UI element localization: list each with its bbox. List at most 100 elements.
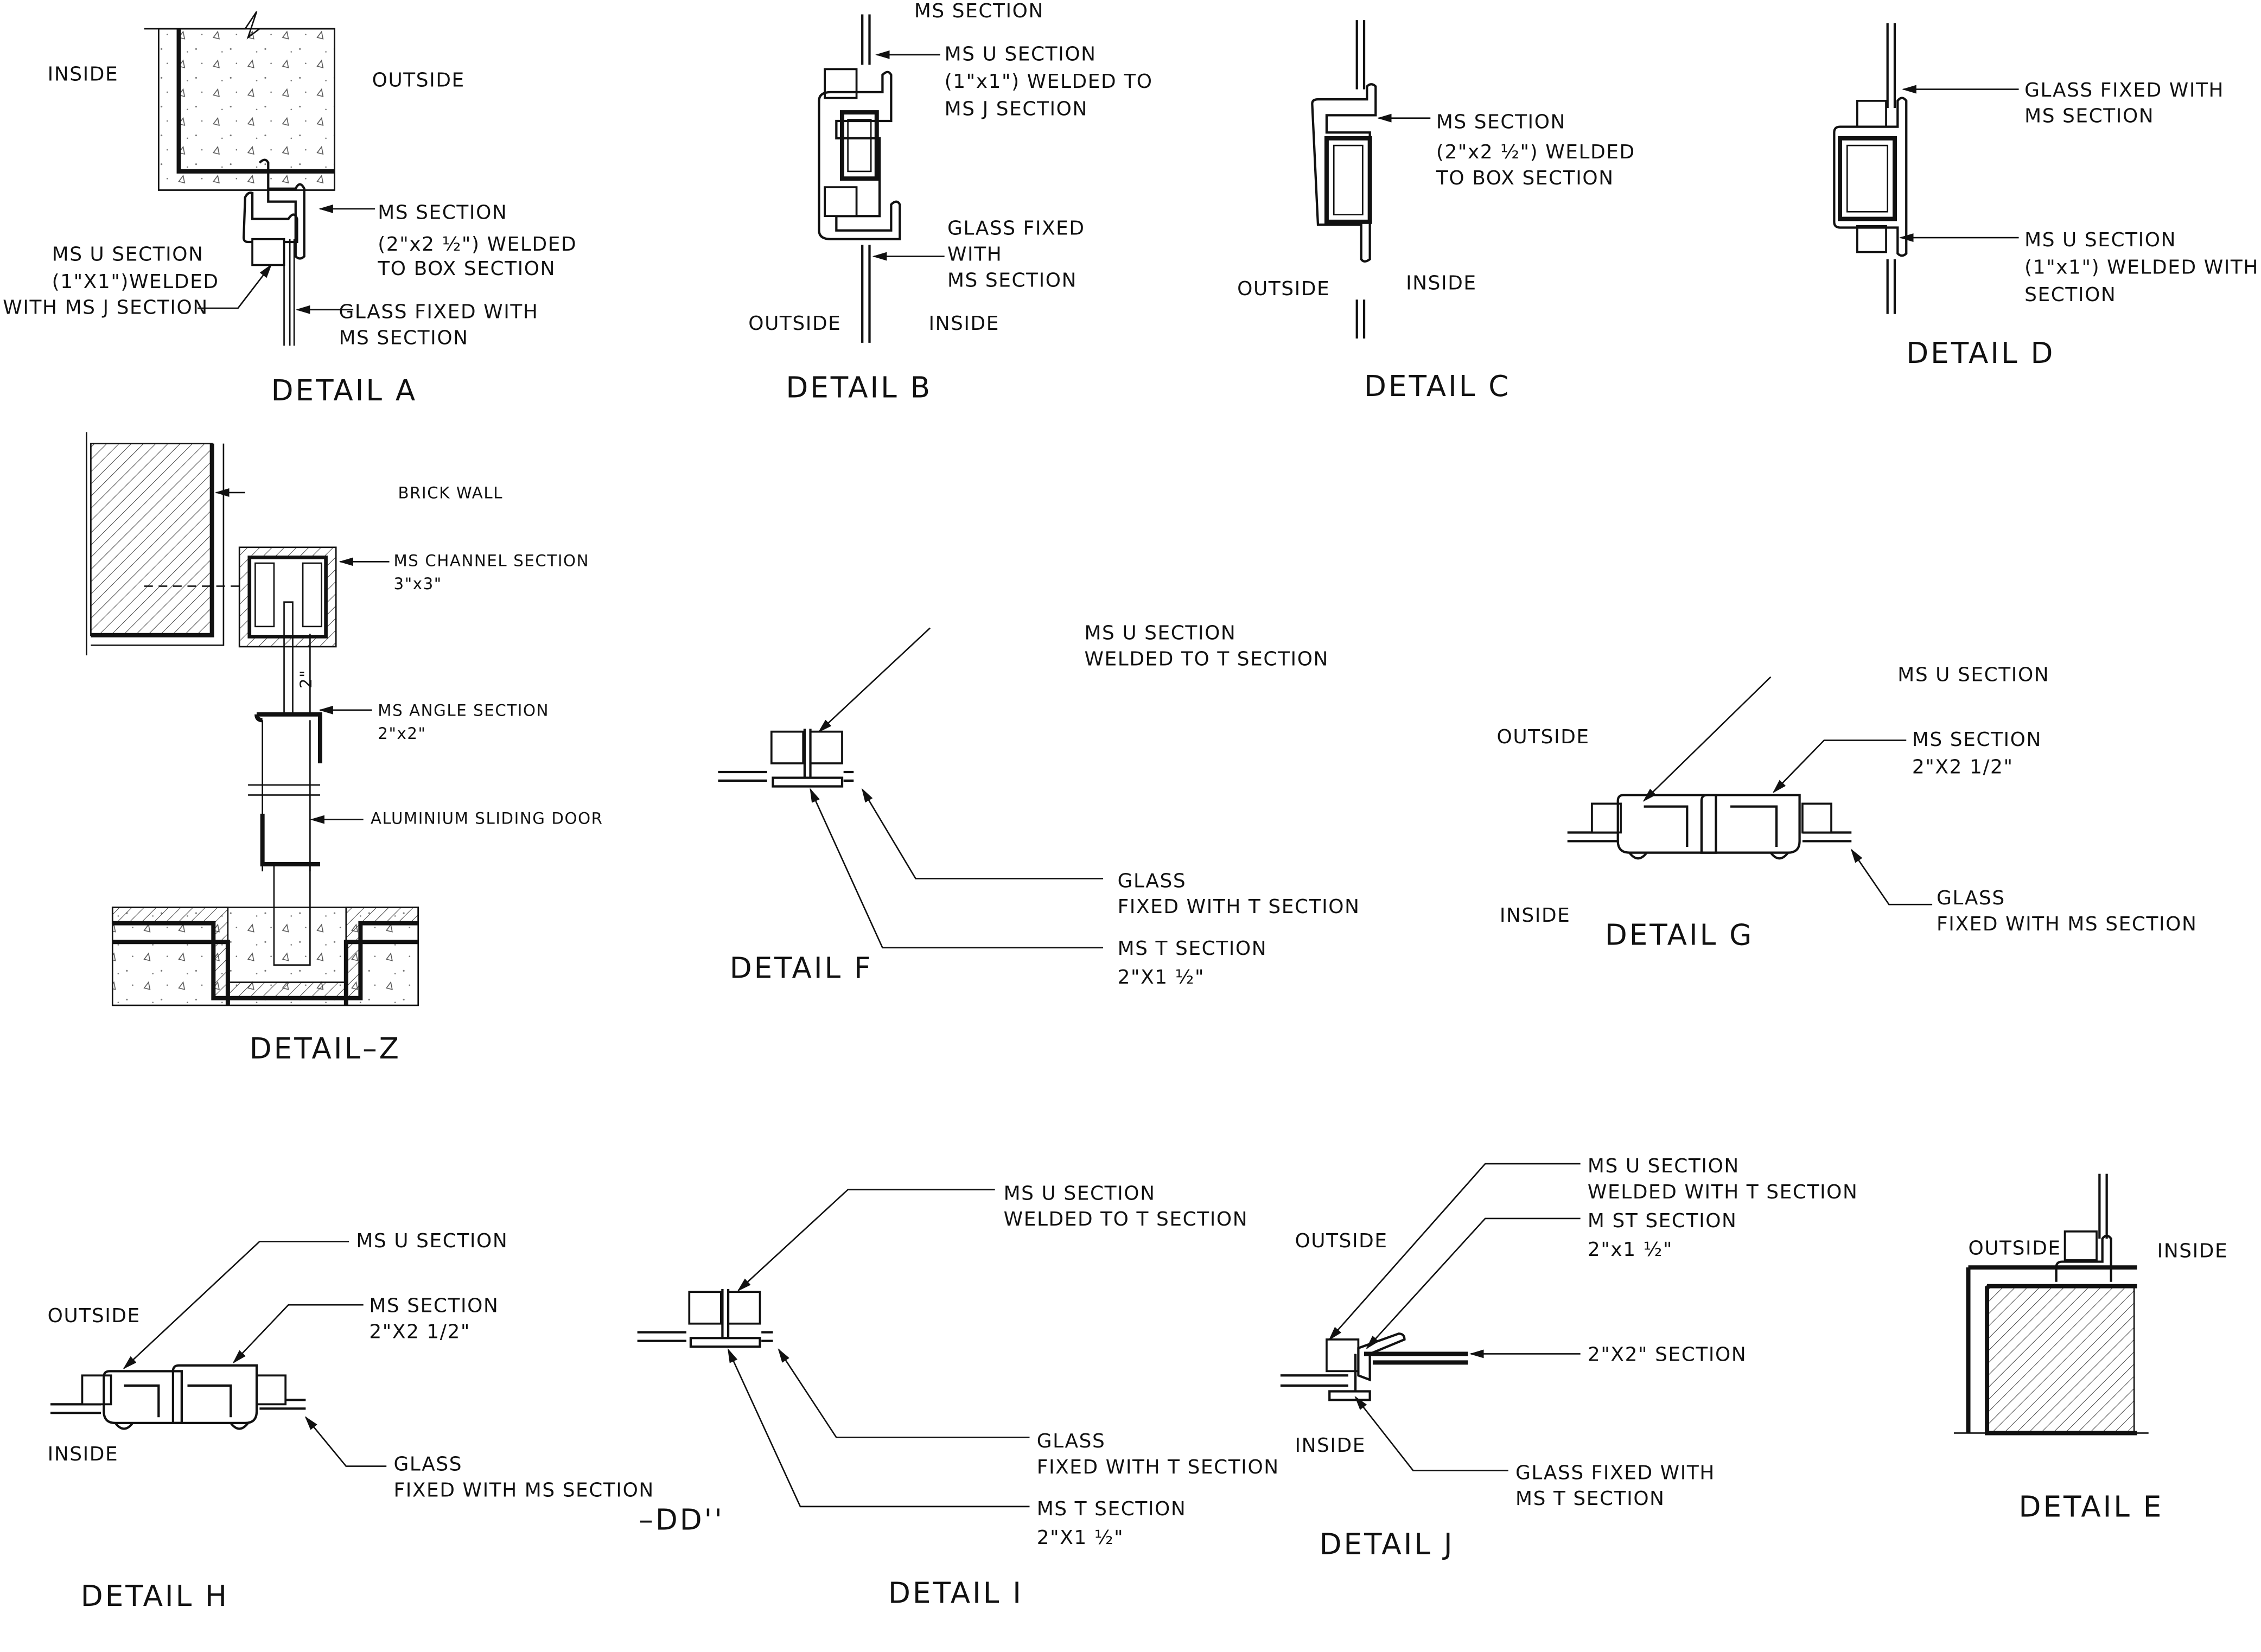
label-brick-wall: BRICK WALL	[398, 484, 503, 502]
drawing-stroke	[1700, 794, 1801, 854]
glass-pane	[637, 1331, 773, 1342]
ms-section-profile	[242, 158, 305, 260]
label-ms-u-section: MS U SECTION	[1897, 664, 2049, 686]
label-glass-2: FIXED WITH MS SECTION	[1937, 913, 2197, 935]
drawing-stroke	[1856, 225, 1887, 253]
drawing-stroke	[232, 1304, 364, 1364]
label-ms-u-weld: SECTION	[2024, 284, 2116, 306]
label-ms-section: MS SECTION	[1912, 729, 2042, 751]
detail-a: INSIDE OUTSIDE MS SECTION (2"x2 ½") WELD…	[3, 11, 576, 407]
drawing-stroke	[688, 1291, 722, 1325]
glass-pane	[1886, 23, 1896, 314]
detail-g-title: DETAIL G	[1605, 919, 1754, 952]
label-glass-2: FIXED WITH T SECTION	[1118, 896, 1360, 918]
drawing-stroke	[242, 192, 298, 244]
detail-i: MS U SECTION WELDED TO T SECTION GLASS F…	[637, 1182, 1278, 1610]
drawing-stroke	[254, 562, 275, 628]
drawing-stroke	[81, 1374, 112, 1406]
label-inside: INSIDE	[928, 312, 999, 335]
drawing-stroke	[770, 730, 805, 764]
label-inside: INSIDE	[48, 63, 119, 86]
detail-c-title: DETAIL C	[1364, 369, 1511, 403]
label-outside: OUTSIDE	[1237, 278, 1330, 300]
label-ms-channel: MS CHANNEL SECTION	[394, 551, 590, 570]
glass-pane	[718, 770, 854, 782]
drawing-stroke	[809, 730, 843, 764]
ms-section-profile	[818, 71, 901, 240]
drawing-stroke	[1642, 676, 1772, 802]
label-ms-u-weld: MS J SECTION	[945, 98, 1088, 120]
label-glass-2: FIXED WITH MS SECTION	[394, 1479, 654, 1501]
drawing-stroke	[144, 11, 335, 190]
drawing-stroke	[1966, 1265, 2137, 1436]
label-ms-u-section: MS U SECTION	[1084, 622, 1236, 645]
ms-angle-section	[254, 712, 322, 764]
drawing-stroke	[847, 119, 872, 173]
drawing-stroke	[1850, 849, 1933, 905]
label-ms-u-section: MS U SECTION	[945, 43, 1097, 66]
label-ms-u-weld: WELDED TO T SECTION	[1084, 648, 1329, 671]
label-ms-u-size: (1"x1") WELDED TO	[945, 71, 1153, 93]
drawing-stroke	[1354, 1396, 1508, 1471]
label-ms-u-section: MS U SECTION	[356, 1230, 508, 1252]
label-glass: GLASS	[1937, 887, 2005, 909]
label-ms-section-weld: TO BOX SECTION	[377, 258, 556, 280]
drawing-stroke	[2055, 1234, 2112, 1282]
label-glass: GLASS	[394, 1453, 463, 1476]
ms-u-section-box	[251, 238, 285, 266]
label-ms-section: MS SECTION	[1436, 111, 1566, 133]
label-inside: INSIDE	[48, 1443, 119, 1465]
label-sliding-door: ALUMINIUM SLIDING DOOR	[371, 809, 603, 828]
label-glass-2: MS SECTION	[339, 327, 469, 349]
drawing-stroke	[247, 556, 328, 639]
detail-h: MS U SECTION MS SECTION 2"X2 1/2" OUTSID…	[48, 1230, 654, 1613]
drawing-stroke	[1801, 802, 1832, 834]
drawing-stroke	[198, 264, 272, 309]
label-ms-section-size: 2"X2 1/2"	[369, 1321, 470, 1343]
dimension-2in: 2"	[297, 669, 315, 688]
label-glass-2: WITH	[947, 244, 1002, 266]
label-ms-u-weld: WELDED WITH T SECTION	[1588, 1181, 1858, 1203]
label-ms-section: MS SECTION	[378, 202, 507, 224]
label-ms-t-size: 2"X1 ½"	[1037, 1527, 1124, 1549]
drawing-stroke	[818, 627, 931, 733]
drawing-stroke	[1326, 1338, 1360, 1373]
brick-wall	[90, 443, 213, 636]
label-ms-u-section: MS U SECTION	[2024, 229, 2176, 251]
drawing-stroke	[248, 784, 320, 796]
label-2x2-section: 2"X2" SECTION	[1588, 1344, 1747, 1366]
label-ms-u-size: (1"x1") WELDED WITH J	[2024, 256, 2261, 278]
drawing-stroke	[2063, 1230, 2098, 1261]
drawing-stroke	[91, 443, 225, 646]
detail-a-title: DETAIL A	[271, 374, 418, 407]
drawing-stroke	[112, 921, 418, 1006]
drawing-stroke	[114, 1422, 249, 1430]
label-outside: OUTSIDE	[1969, 1237, 2061, 1259]
drawing-stroke	[1591, 802, 1622, 834]
concrete-block	[144, 11, 335, 191]
label-ms-angle: MS ANGLE SECTION	[378, 701, 549, 719]
label-ms-t-size: 2"X1 ½"	[1118, 966, 1205, 988]
label-outside: OUTSIDE	[372, 69, 465, 91]
detail-j-title: DETAIL J	[1320, 1528, 1455, 1561]
label-m-st-section: M ST SECTION	[1588, 1210, 1737, 1232]
glass-pane	[1280, 1374, 1348, 1387]
drawing-stroke	[176, 29, 335, 174]
ms-t-section	[1328, 1354, 1371, 1401]
detail-j: MS U SECTION WELDED WITH T SECTION M ST …	[1280, 1155, 1858, 1561]
drawing-stroke	[157, 29, 335, 191]
drawing-stroke	[810, 788, 1104, 949]
detail-b: MS SECTION MS U SECTION (1"x1") WELDED T…	[748, 0, 1152, 405]
label-outside: OUTSIDE	[748, 312, 841, 335]
drawing-stroke	[1838, 136, 1897, 221]
ms-t-section	[689, 1289, 761, 1348]
drawing-stroke	[737, 1189, 995, 1292]
drawing-stroke	[273, 863, 311, 966]
glass-pane	[1567, 831, 1852, 843]
drawing-stroke	[824, 68, 858, 99]
label-inside: INSIDE	[1406, 272, 1477, 295]
drawing-stroke	[1628, 852, 1789, 860]
drawing-stroke	[91, 443, 214, 637]
label-dd: –DD''	[639, 1503, 724, 1536]
glass-pane	[50, 1399, 306, 1414]
